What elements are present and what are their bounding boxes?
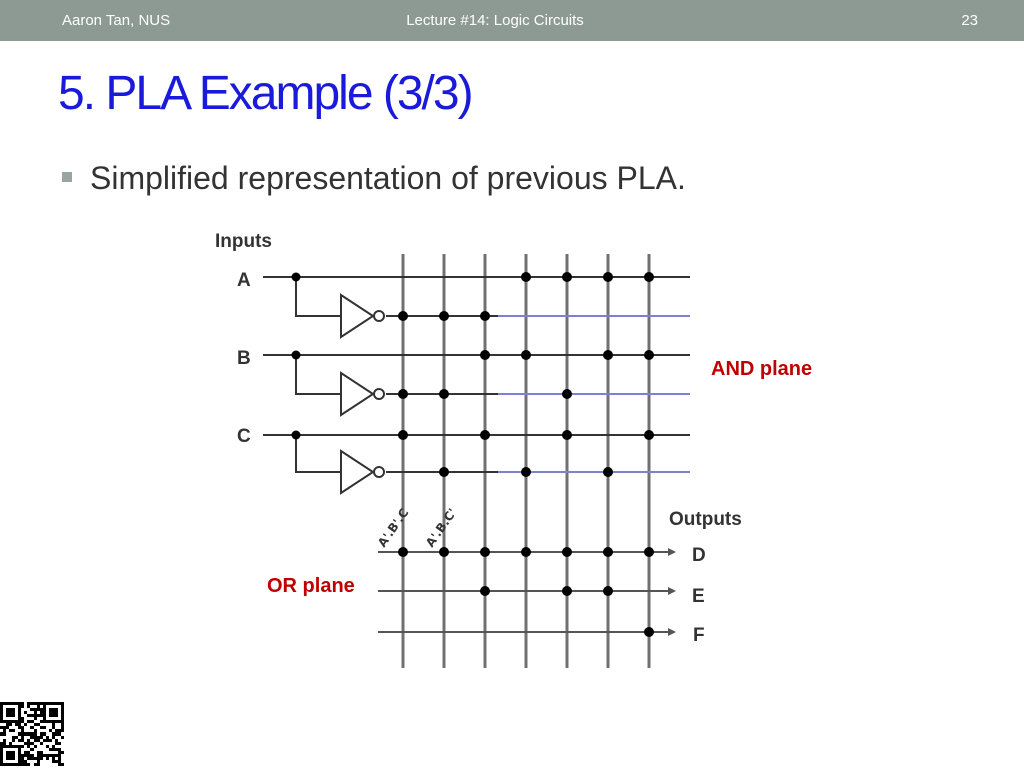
and-connection-dot	[398, 430, 408, 440]
and-connection-dot	[562, 389, 572, 399]
bullet-square-icon	[62, 171, 72, 182]
and-connection-dot	[603, 467, 613, 477]
inverter-branch-wire	[295, 355, 341, 395]
output-arrow-icon	[668, 628, 676, 636]
or-connection-dot	[480, 547, 490, 557]
or-connection-dot	[603, 547, 613, 557]
inverter-branch-wire	[295, 277, 341, 317]
or-connection-dot	[562, 586, 572, 596]
product-term-label-2: A'.B.C'	[423, 506, 460, 550]
outputs-label: Outputs	[669, 509, 742, 530]
header-page-number: 23	[961, 12, 978, 29]
and-connection-dot	[521, 350, 531, 360]
and-connection-dot	[439, 389, 449, 399]
or-connection-dot	[398, 547, 408, 557]
branch-dot	[291, 350, 301, 360]
output-arrow-icon	[668, 548, 676, 556]
and-connection-dot	[644, 272, 654, 282]
or-connection-dot	[644, 547, 654, 557]
inverter-bubble	[373, 466, 385, 478]
and-connection-dot	[603, 350, 613, 360]
branch-dot	[291, 272, 301, 282]
and-connection-dot	[603, 272, 613, 282]
header-lecture-title: Lecture #14: Logic Circuits	[406, 12, 584, 29]
input-label-c: C	[237, 426, 251, 447]
inverter-triangle	[340, 371, 375, 417]
header-author: Aaron Tan, NUS	[62, 12, 171, 29]
or-plane-label: OR plane	[267, 575, 355, 597]
slide-title: 5. PLA Example (3/3)	[58, 67, 474, 120]
inputs-label: Inputs	[215, 231, 272, 252]
inverter-triangle	[340, 293, 375, 339]
pla-wires	[263, 254, 690, 668]
inverter-bubble	[373, 310, 385, 322]
output-label-d: D	[692, 545, 706, 566]
pla-connection-dots	[291, 272, 654, 637]
and-connection-dot	[644, 350, 654, 360]
and-connection-dot	[521, 272, 531, 282]
or-connection-dot	[439, 547, 449, 557]
and-connection-dot	[439, 311, 449, 321]
and-connection-dot	[398, 311, 408, 321]
and-connection-dot	[398, 389, 408, 399]
and-connection-dot	[439, 467, 449, 477]
or-connection-dot	[644, 627, 654, 637]
bullet-item: Simplified representation of previous PL…	[62, 160, 686, 197]
and-connection-dot	[521, 467, 531, 477]
input-label-b: B	[237, 348, 251, 369]
and-connection-dot	[480, 311, 490, 321]
input-label-a: A	[237, 270, 251, 291]
and-plane-label: AND plane	[711, 358, 812, 380]
inverter-bubble	[373, 388, 385, 400]
bullet-text: Simplified representation of previous PL…	[90, 160, 686, 196]
slide-header: Aaron Tan, NUS Lecture #14: Logic Circui…	[0, 0, 1024, 41]
inverter-triangle	[340, 449, 375, 495]
or-connection-dot	[562, 547, 572, 557]
and-connection-dot	[480, 350, 490, 360]
and-connection-dot	[562, 430, 572, 440]
or-connection-dot	[480, 586, 490, 596]
or-connection-dot	[521, 547, 531, 557]
and-connection-dot	[480, 430, 490, 440]
and-connection-dot	[562, 272, 572, 282]
and-connection-dot	[644, 430, 654, 440]
or-connection-dot	[603, 586, 613, 596]
output-label-e: E	[692, 586, 705, 607]
branch-dot	[291, 430, 301, 440]
pla-inverters	[340, 293, 385, 495]
product-term-label-1: A'.B'.C	[375, 506, 412, 550]
qr-code	[0, 702, 64, 766]
output-label-f: F	[693, 625, 705, 646]
inverter-branch-wire	[295, 435, 341, 473]
output-arrow-icon	[668, 587, 676, 595]
